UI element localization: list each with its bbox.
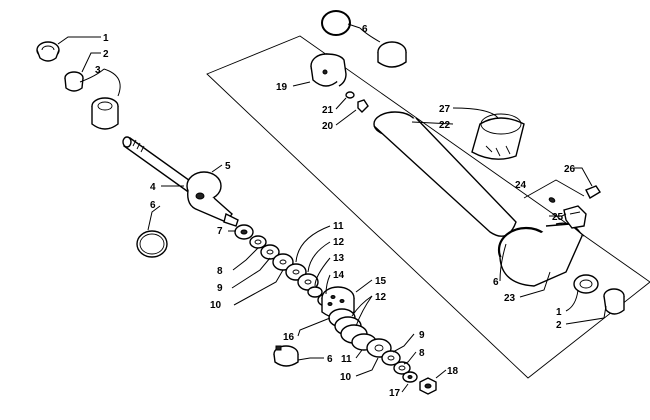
callout-23: 23 (504, 293, 516, 304)
callout-4: 4 (150, 182, 156, 193)
part-12-shim-stack (328, 308, 368, 344)
part-2-bushing-right (603, 288, 625, 315)
part-25-fitting (563, 205, 587, 229)
callout-15: 15 (375, 276, 387, 287)
callout-10: 10 (210, 300, 222, 311)
callout-6-lower: 6 (327, 354, 333, 365)
callout-12: 12 (333, 237, 345, 248)
part-10-shim (272, 253, 294, 271)
callout-16: 16 (283, 332, 295, 343)
part-21-oring-small (345, 91, 355, 99)
part-23-body (497, 222, 585, 287)
callout-17: 17 (389, 388, 401, 399)
part-6-bushing-lower (273, 345, 299, 367)
leader-lines (57, 23, 607, 393)
callout-20: 20 (322, 121, 334, 132)
callout-11-lower: 11 (341, 354, 352, 365)
callout-9: 9 (217, 283, 223, 294)
part-7-washer (234, 224, 254, 240)
callout-6-left: 6 (150, 200, 156, 211)
callout-12-lower: 12 (375, 292, 387, 303)
subassembly-outline (206, 35, 650, 379)
part-9-shim-lower (381, 350, 401, 366)
callout-22: 22 (439, 120, 451, 131)
part-3-seal-cap (91, 97, 119, 130)
callout-7: 7 (217, 226, 223, 237)
callout-8-lower: 8 (419, 348, 425, 359)
callout-2: 2 (103, 49, 109, 60)
part-18-nut (419, 377, 437, 395)
part-17-washer (402, 371, 418, 383)
part-4-shaft (122, 136, 201, 197)
part-1-cap-right (573, 274, 599, 294)
part-6-oring-top (321, 10, 351, 36)
callout-8: 8 (217, 266, 223, 277)
callout-9-lower: 9 (419, 330, 425, 341)
part-2-bushing (64, 71, 84, 92)
part-8-shim (249, 235, 267, 249)
part-9-shim (260, 244, 280, 260)
part-6-oring-left (136, 230, 168, 258)
part-13-washer (307, 286, 323, 298)
callout-14: 14 (333, 270, 345, 281)
callout-21: 21 (322, 105, 334, 116)
callout-6-top: 6 (362, 24, 368, 35)
callout-11: 11 (333, 221, 344, 232)
part-6-bushing-top (377, 41, 407, 68)
part-8-shim-lower (393, 361, 411, 375)
callout-27: 27 (439, 104, 451, 115)
callout-1-right: 1 (556, 307, 562, 318)
part-19-reservoir-cap (310, 53, 347, 87)
part-27-decal (471, 113, 525, 160)
callout-5: 5 (225, 161, 231, 172)
part-5-eyelet (186, 171, 239, 227)
callout-1: 1 (103, 33, 109, 44)
part-1-cap (36, 41, 60, 62)
part-24-screen (523, 179, 585, 203)
callout-24: 24 (515, 180, 527, 191)
callout-6-right: 6 (493, 277, 499, 288)
callout-19: 19 (276, 82, 288, 93)
callout-10-lower: 10 (340, 372, 352, 383)
callout-2-right: 2 (556, 320, 562, 331)
part-26-screw (585, 185, 601, 199)
callout-26: 26 (564, 164, 576, 175)
callout-18: 18 (447, 366, 459, 377)
callout-25: 25 (552, 212, 564, 223)
callout-13: 13 (333, 253, 345, 264)
part-20-valve (357, 99, 369, 113)
callout-3: 3 (95, 65, 101, 76)
